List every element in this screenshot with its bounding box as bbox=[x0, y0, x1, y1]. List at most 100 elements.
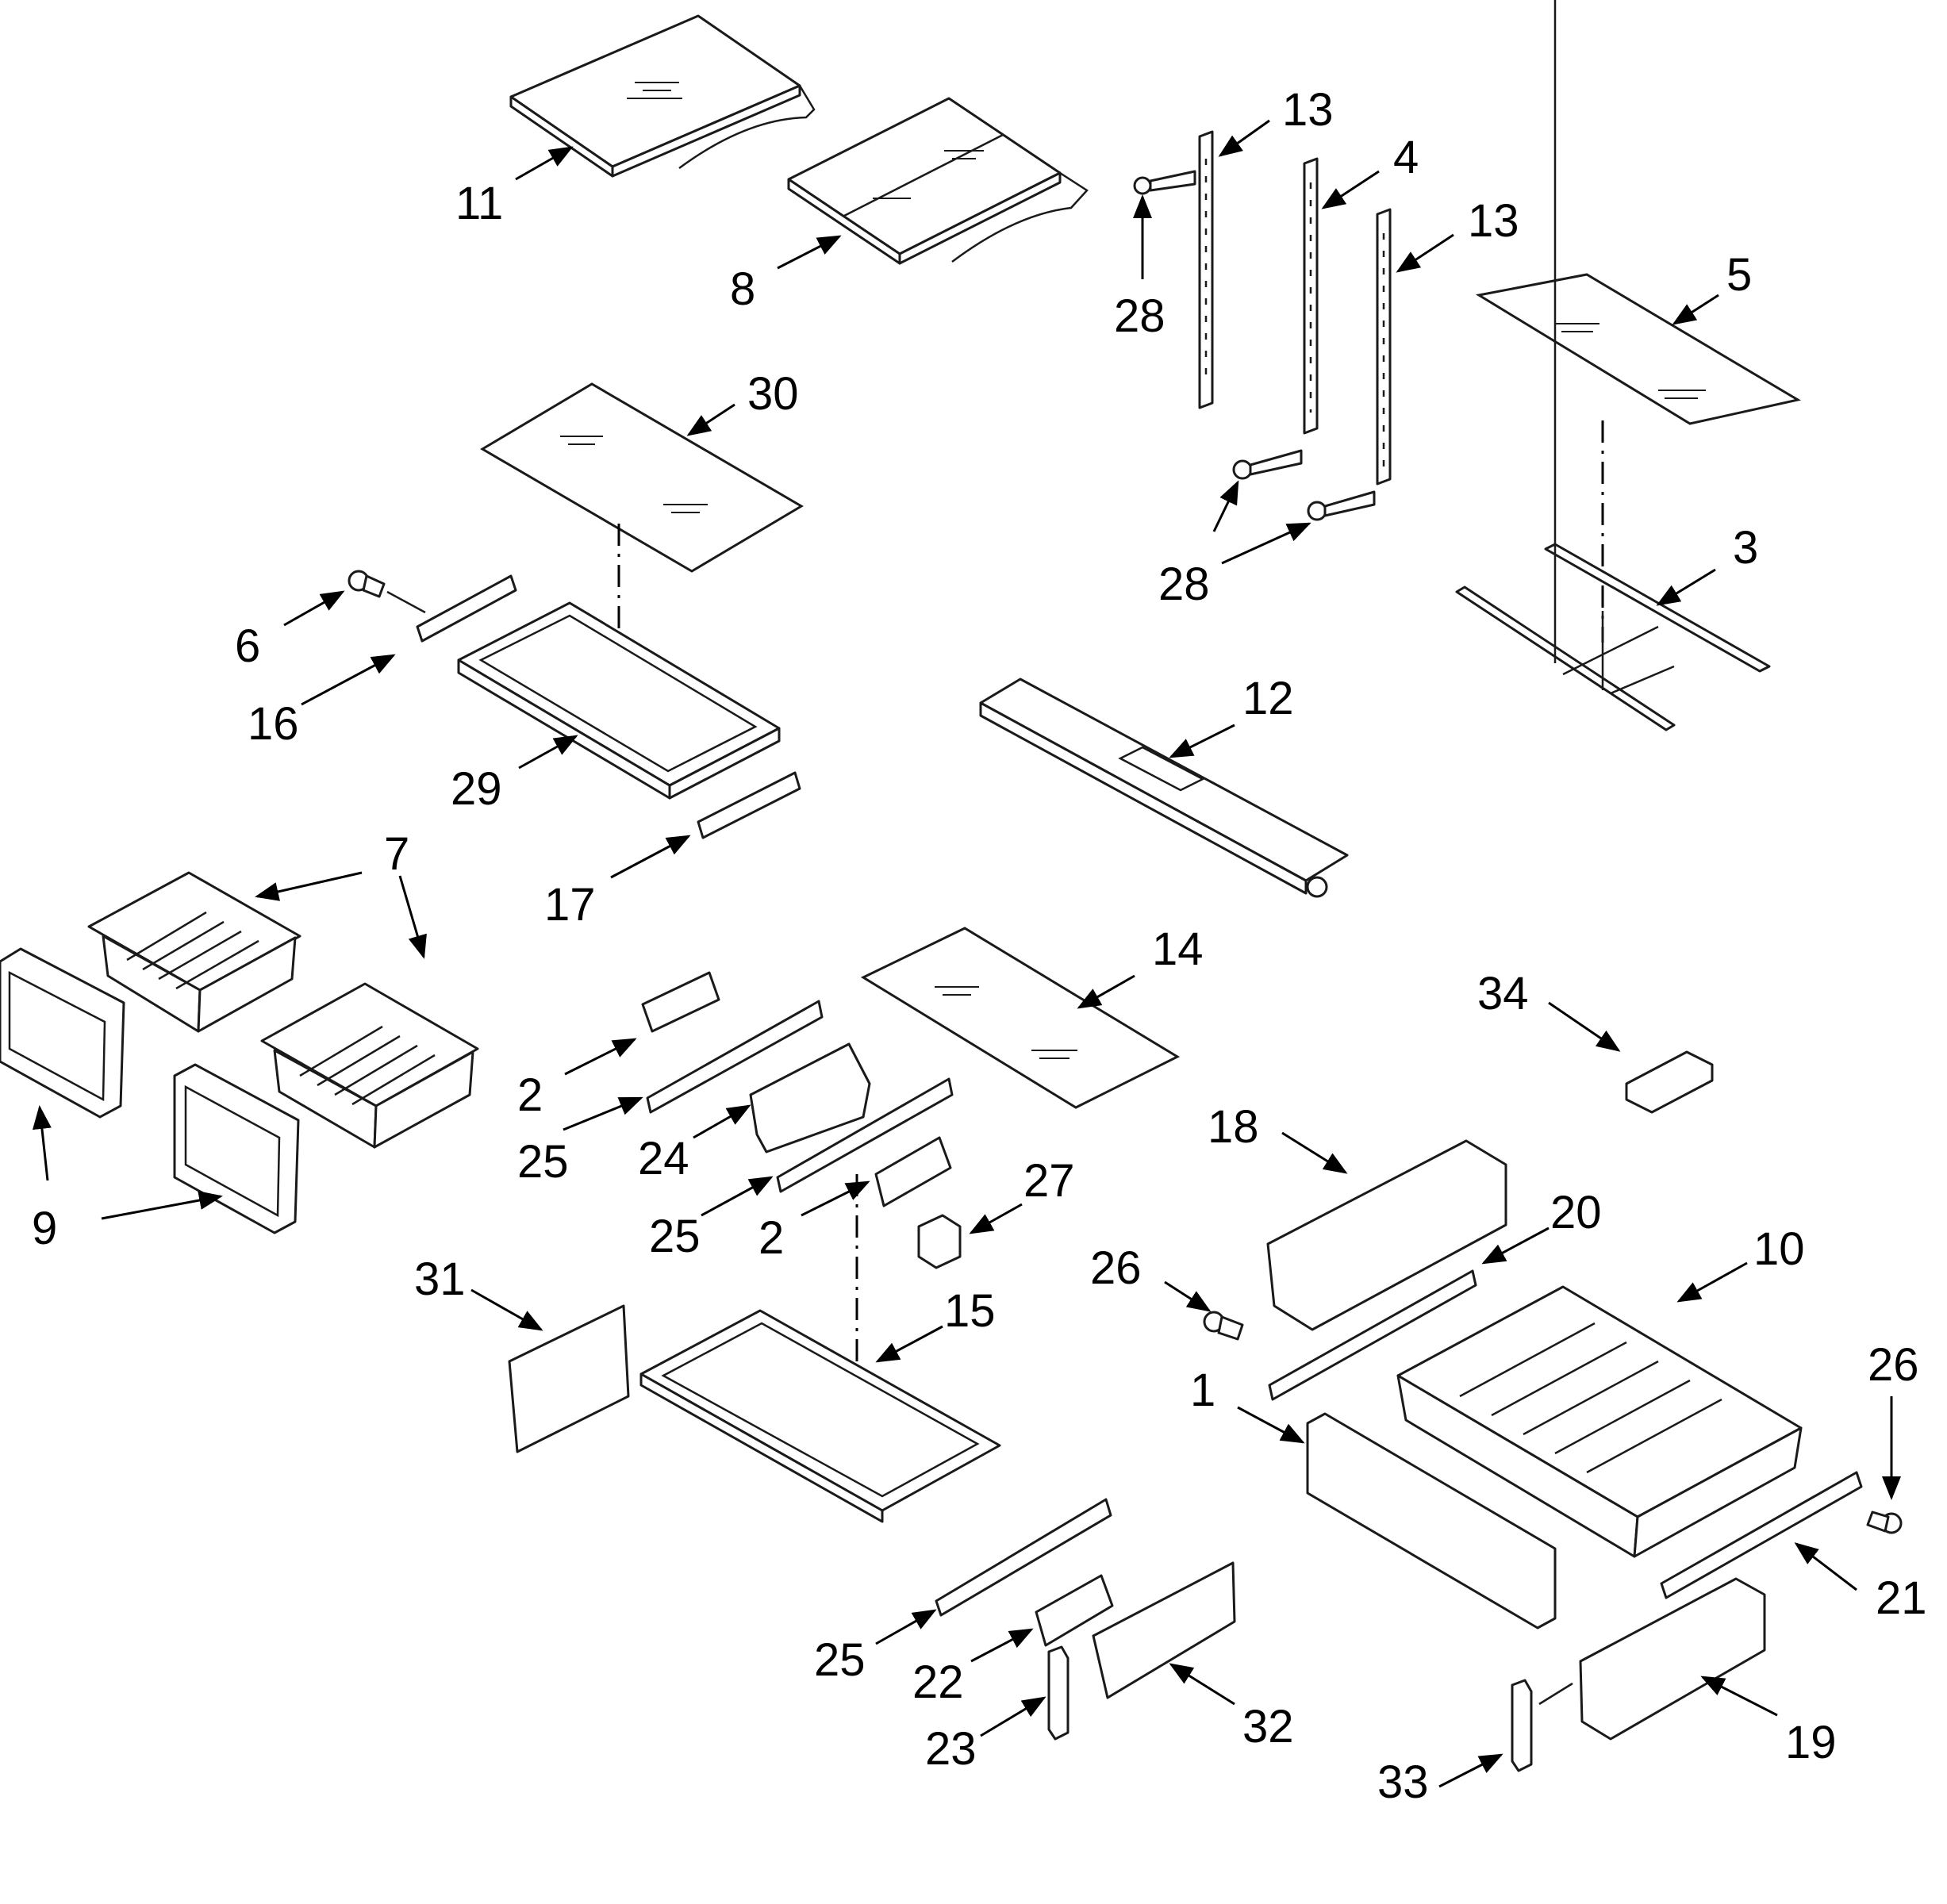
part-2-bracket-upper bbox=[641, 971, 720, 1033]
part-24-bracket bbox=[749, 1042, 871, 1154]
part-9-crisper-front-right bbox=[173, 1063, 300, 1234]
callout-9: 9 bbox=[32, 1203, 57, 1254]
leader-8 bbox=[777, 235, 842, 270]
leader-13-left bbox=[1218, 119, 1270, 157]
callout-34: 34 bbox=[1477, 968, 1529, 1019]
callout-15: 15 bbox=[944, 1285, 996, 1337]
part-8-shelf bbox=[787, 97, 1089, 265]
callout-33: 33 bbox=[1377, 1756, 1429, 1808]
callout-14: 14 bbox=[1152, 923, 1204, 975]
callout-25-middle: 25 bbox=[649, 1211, 701, 1262]
callout-16: 16 bbox=[248, 698, 299, 750]
part-19-bracket bbox=[1579, 1577, 1766, 1741]
part-30-glass-shelf bbox=[480, 382, 804, 573]
callout-8: 8 bbox=[730, 263, 755, 315]
leader-27 bbox=[969, 1203, 1023, 1234]
part-5-glass-shelf bbox=[1475, 273, 1802, 425]
callout-11: 11 bbox=[455, 178, 503, 229]
leader-24 bbox=[693, 1104, 751, 1139]
callout-labels: 11 8 13 4 13 28 5 30 28 3 6 16 12 29 7 1… bbox=[32, 84, 1927, 1808]
part-14-glass-shelf bbox=[860, 927, 1181, 1109]
part-22-bracket bbox=[1035, 1574, 1114, 1647]
leader-15 bbox=[875, 1325, 943, 1363]
leader-34 bbox=[1548, 1001, 1621, 1052]
leader-25-upper bbox=[563, 1096, 643, 1131]
leader-30 bbox=[686, 403, 735, 436]
callout-6: 6 bbox=[235, 620, 260, 672]
part-32-bracket bbox=[1092, 1561, 1236, 1699]
part-17-trim bbox=[697, 771, 801, 839]
callout-29: 29 bbox=[451, 763, 502, 815]
leader-25-middle bbox=[701, 1176, 774, 1217]
leader-22 bbox=[970, 1628, 1034, 1663]
leader-10 bbox=[1676, 1261, 1748, 1303]
callout-21: 21 bbox=[1876, 1572, 1927, 1624]
part-4-ladder bbox=[1303, 157, 1319, 435]
part-16-trim bbox=[416, 574, 517, 643]
leader-6 bbox=[283, 590, 345, 627]
part-25-slide-lower bbox=[935, 1498, 1112, 1617]
callout-22: 22 bbox=[912, 1656, 964, 1708]
callout-31: 31 bbox=[414, 1253, 466, 1305]
part-11-shelf bbox=[509, 14, 816, 178]
leader-12 bbox=[1169, 724, 1235, 758]
callout-13-left: 13 bbox=[1282, 84, 1334, 136]
callout-32: 32 bbox=[1242, 1701, 1294, 1752]
leader-lines bbox=[32, 119, 1901, 1788]
callout-28-bottom: 28 bbox=[1158, 559, 1210, 610]
leader-2-upper bbox=[564, 1038, 637, 1076]
leader-7-lower bbox=[398, 875, 427, 959]
part-31-bracket bbox=[508, 1304, 630, 1453]
part-13-ladder-right bbox=[1376, 208, 1392, 486]
leader-14 bbox=[1077, 974, 1135, 1009]
part-33-clip bbox=[1511, 1679, 1573, 1772]
callout-30: 30 bbox=[747, 368, 799, 420]
callout-27: 27 bbox=[1023, 1155, 1075, 1207]
leader-9-left bbox=[32, 1105, 52, 1181]
leader-4 bbox=[1321, 170, 1380, 209]
part-10-freezer-basket bbox=[1396, 1285, 1803, 1558]
leader-28-mid bbox=[1212, 480, 1239, 532]
part-25-slide-middle bbox=[776, 1077, 954, 1193]
part-7-crisper-lower bbox=[260, 982, 479, 1149]
part-27-block bbox=[917, 1214, 962, 1269]
leader-18 bbox=[1281, 1131, 1348, 1174]
part-9-crisper-front-left bbox=[0, 947, 125, 1119]
callout-26-left: 26 bbox=[1090, 1242, 1142, 1294]
part-3-shelf-frame bbox=[1455, 0, 1771, 731]
leader-19 bbox=[1700, 1676, 1778, 1717]
part-34-block bbox=[1625, 1050, 1714, 1114]
part-1-drawer-front bbox=[1306, 1412, 1557, 1630]
leader-25-lower bbox=[875, 1609, 937, 1645]
callout-26-right: 26 bbox=[1868, 1339, 1919, 1391]
part-28-screws bbox=[1133, 170, 1376, 521]
leader-33 bbox=[1438, 1753, 1503, 1788]
leader-9-right bbox=[101, 1191, 223, 1220]
leader-23 bbox=[980, 1696, 1046, 1737]
part-15-drawer-frame bbox=[639, 1309, 1001, 1523]
callout-25-upper: 25 bbox=[517, 1136, 569, 1188]
callout-25-lower: 25 bbox=[814, 1634, 866, 1686]
part-29-shelf-frame bbox=[457, 601, 781, 800]
part-26-screw-left bbox=[1203, 1311, 1244, 1341]
part-25-slide-upper bbox=[646, 1000, 824, 1114]
leader-16 bbox=[301, 654, 396, 706]
leader-11 bbox=[515, 146, 574, 181]
leader-28-low bbox=[1221, 522, 1311, 565]
part-6-screw bbox=[348, 570, 426, 614]
leader-17 bbox=[610, 835, 691, 879]
callout-19: 19 bbox=[1785, 1717, 1837, 1768]
callout-2-lower: 2 bbox=[758, 1212, 784, 1264]
callout-20: 20 bbox=[1550, 1187, 1602, 1238]
leader-21 bbox=[1794, 1542, 1857, 1591]
callout-23: 23 bbox=[925, 1723, 977, 1775]
leader-2-lower bbox=[801, 1180, 870, 1217]
part-12-rail bbox=[979, 678, 1349, 898]
callout-4: 4 bbox=[1393, 132, 1419, 183]
part-7-crisper-upper bbox=[87, 871, 301, 1033]
callout-2-upper: 2 bbox=[517, 1069, 543, 1121]
callout-7: 7 bbox=[384, 828, 409, 880]
part-20-slide bbox=[1268, 1269, 1477, 1401]
part-26-screw-right bbox=[1866, 1511, 1903, 1534]
